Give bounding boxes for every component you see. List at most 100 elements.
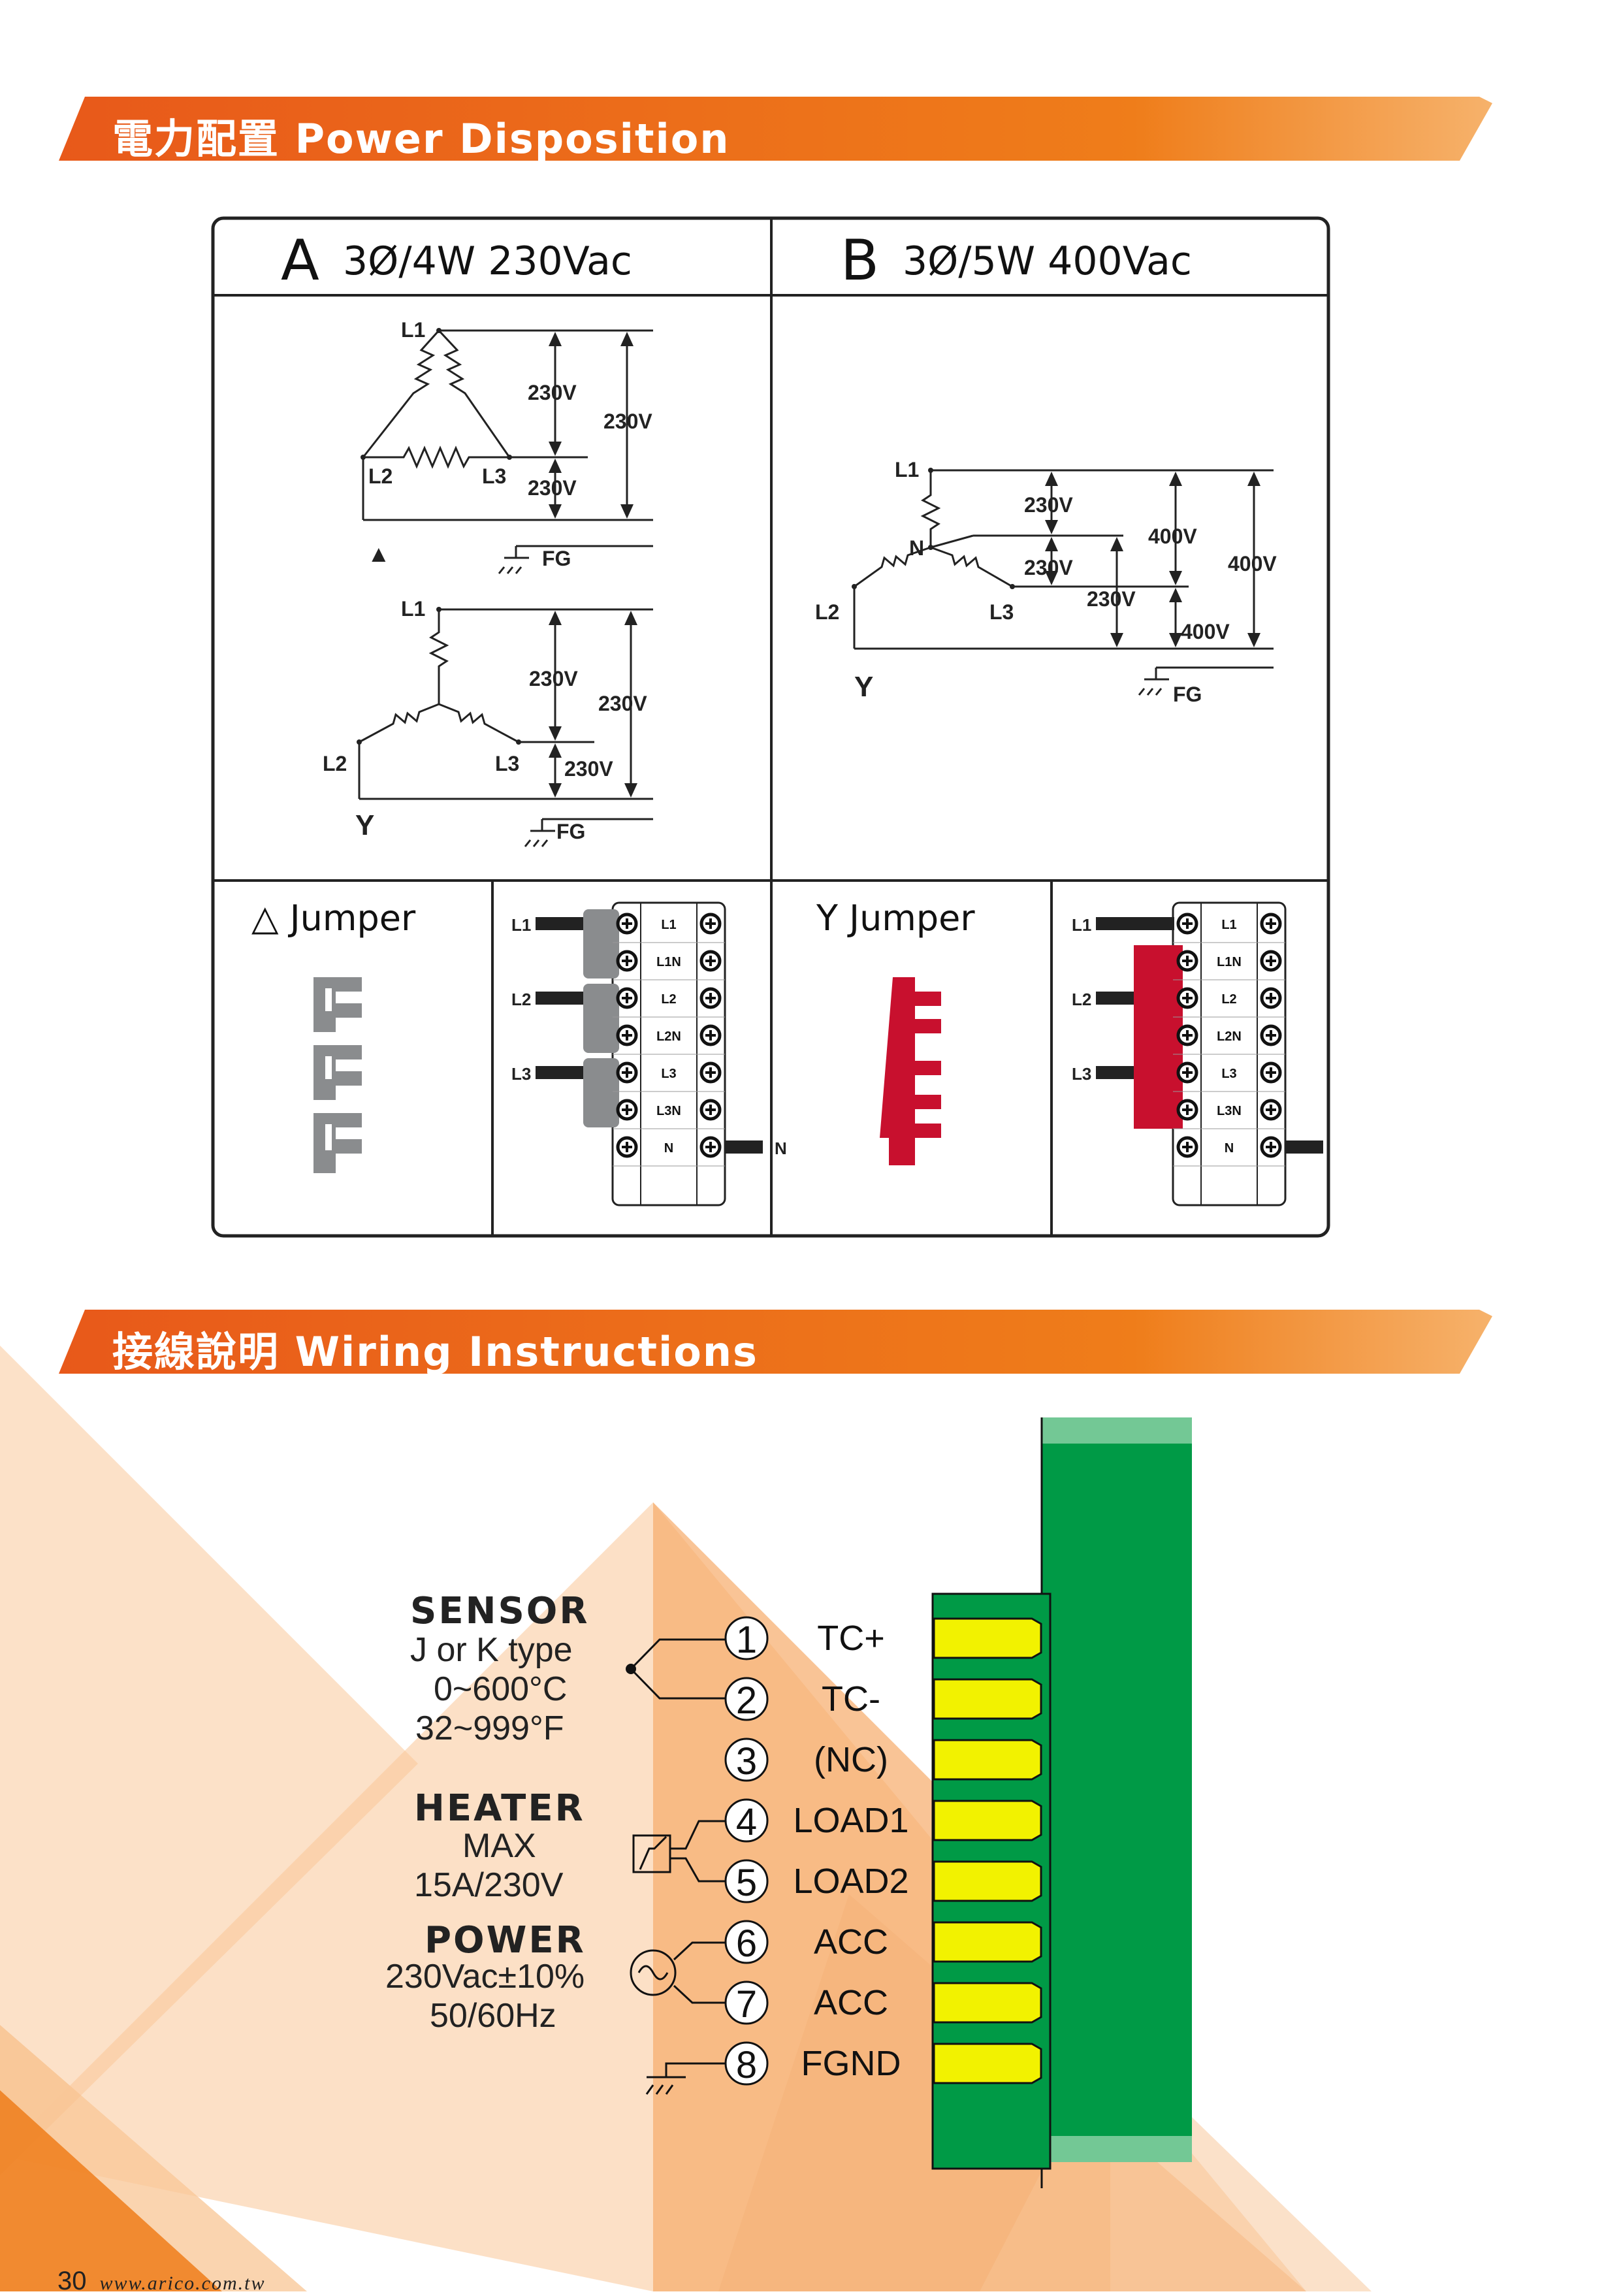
power-disposition-figure: A 3Ø/4W 230Vac B 3Ø/5W 400Vac [211,216,1330,1238]
panel-a-title: 3Ø/4W 230Vac [343,238,632,284]
pin-digit-6: 6 [736,1922,757,1965]
wye-a-l1-label: L1 [401,597,425,621]
y-terminal-label: L2N [1217,1029,1242,1044]
wye-b-marker: Y [854,671,873,703]
delta-terminal-label: L2 [661,992,676,1007]
wye-b-l3-label: L3 [989,600,1014,624]
y-terminal-label: L1 [1221,918,1236,932]
delta-neutral-label: N [775,1139,787,1158]
y-terminal-label: L3 [1221,1067,1236,1081]
y-terminal-label: L1N [1217,955,1242,969]
delta-jumper-part [313,977,362,1173]
pin-digit-2: 2 [736,1679,757,1722]
pin-contact-6 [933,1921,1042,1963]
pin-digit-5: 5 [736,1862,757,1904]
pin-contact-4 [933,1800,1042,1841]
pin-digit-8: 8 [736,2044,757,2086]
delta-marker: ▲ [367,540,391,567]
sensor-range-f: 32~999°F [415,1709,564,1747]
pin-label-3: (NC) [814,1740,888,1779]
pin-contact-1 [933,1617,1042,1659]
wye-b-v-l2n: 230V [1024,556,1073,579]
y-wire-label: L2 [1072,990,1091,1009]
section-title-power: 電力配置 Power Disposition [112,115,730,163]
wye-b-v-l1n: 230V [1024,493,1073,517]
y-jumper-title: Y Jumper [816,897,975,939]
y-wire-label: L1 [1072,915,1091,935]
delta-diagram [362,329,653,574]
delta-terminal-label: L3N [656,1104,681,1118]
pin-label-2: TC- [822,1679,880,1719]
wye-b-v-400-b: 400V [1228,552,1277,575]
delta-terminal-label: N [664,1141,673,1156]
pin-label-4: LOAD1 [793,1801,908,1840]
heater-max: MAX [462,1827,536,1865]
panel-b-title: 3Ø/5W 400Vac [903,238,1192,284]
heater-rating: 15A/230V [414,1866,564,1904]
delta-jumper-title: △ Jumper [251,897,416,939]
wye-a-marker: Y [355,809,374,841]
pin-contact-5 [933,1860,1042,1902]
delta-terminal-label: L2N [656,1029,681,1044]
wye-b-v-400-a: 400V [1148,525,1197,548]
pin-digit-7: 7 [736,1983,757,2026]
delta-wire-label: L3 [511,1064,531,1084]
delta-terminal-label: L1 [661,918,676,932]
delta-jumper-link [583,984,619,1053]
pin-contact-3 [933,1739,1042,1781]
y-terminal-label: N [1225,1141,1234,1156]
delta-wire-label: L2 [511,990,531,1009]
delta-neutral-wire [725,1140,763,1154]
pin-label-7: ACC [814,1983,888,2022]
pin-contact-7 [933,1982,1042,2024]
section-banner-power: 電力配置 Power Disposition [59,97,1496,167]
delta-v-inner: 230V [528,381,577,404]
pin-label-8: FGND [801,2044,901,2083]
delta-l2-label: L2 [368,464,393,488]
wye-a-v-outer: 230V [598,692,647,715]
wye-a-l3-label: L3 [495,752,519,775]
y-terminal-label: L3N [1217,1104,1242,1118]
pin-contact-8 [933,2043,1042,2084]
pin-number-1 [724,1616,769,1660]
wye-a-l2-label: L2 [323,752,347,775]
delta-terminal-label: L3 [661,1067,676,1081]
panel-b-letter: B [841,228,879,293]
pin-label-5: LOAD2 [793,1862,908,1901]
heater-title: HEATER [414,1787,585,1830]
pin-digit-1: 1 [736,1619,757,1661]
delta-jumper-link [583,1058,619,1127]
delta-l3-label: L3 [482,464,506,488]
y-terminal-label: L2 [1221,992,1236,1007]
wye-b-v-l3n: 230V [1087,587,1136,611]
pin-label-1: TC+ [817,1619,885,1658]
pin-contact-2 [933,1678,1042,1720]
power-frequency: 50/60Hz [430,1997,556,2035]
terminal-blocks: L1L2L3NL1L1NL2L2NL3L3NNL1L2L3NL1L1NL2L2N… [511,901,1323,1206]
sensor-title: SENSOR [410,1590,590,1632]
section-title-wiring: 接線說明 Wiring Instructions [112,1328,758,1376]
wye-b-fg-label: FG [1173,683,1202,706]
delta-l1-label: L1 [401,318,425,342]
y-neutral-wire [1285,1140,1323,1154]
footer-url: www.arico.com.tw [99,2272,266,2294]
panel-a-letter: A [281,228,319,293]
wye-b-diagram [853,469,1274,696]
thermocouple-junction-icon [626,1664,636,1674]
power-title: POWER [425,1919,586,1962]
wye-b-l1-label: L1 [895,458,919,481]
sensor-range-c: 0~600°C [434,1670,568,1708]
delta-v-bottom: 230V [528,476,577,500]
power-voltage: 230Vac±10% [385,1958,585,1996]
controller-board [1042,1417,1192,2162]
wye-a-v-inner: 230V [529,667,578,690]
wye-a-diagram [358,608,653,847]
wye-a-v-bottom: 230V [564,757,613,781]
pin-label-6: ACC [814,1922,888,1962]
ac-source-icon [630,1949,677,1996]
pin-number-3 [724,1738,769,1782]
wye-b-v-400-c: 400V [1181,620,1230,643]
sensor-type: J or K type [410,1631,573,1669]
